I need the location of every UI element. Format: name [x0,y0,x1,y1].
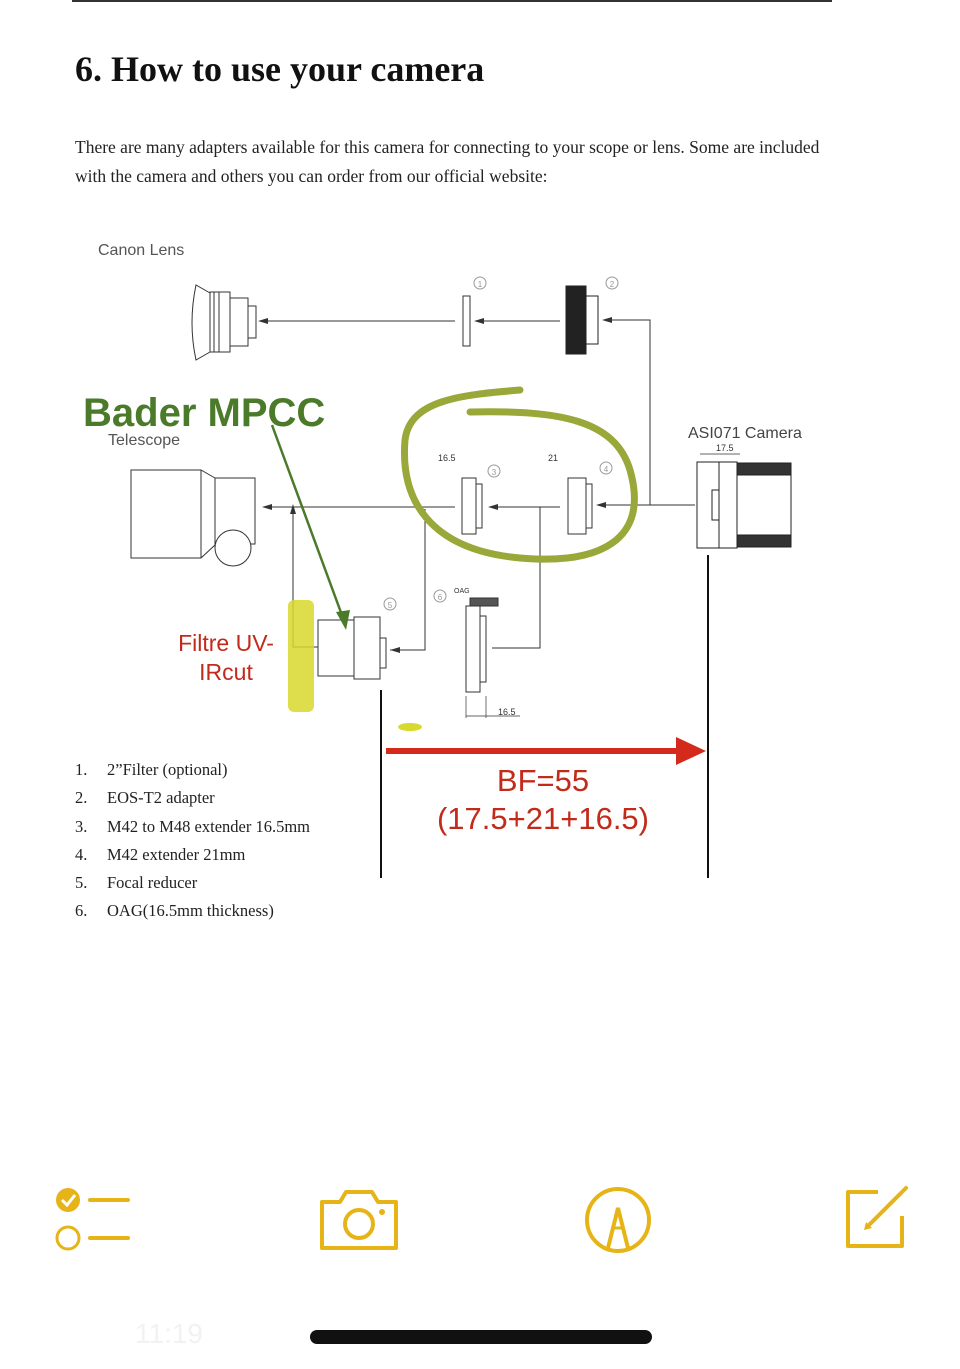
list-item: 1.2”Filter (optional) [75,760,228,779]
bf-formula: (17.5+21+16.5) [437,801,649,836]
telescope-drawing [130,469,256,567]
svg-text:5: 5 [388,601,393,610]
marker-4 [599,461,613,475]
list-item: 2.EOS-T2 adapter [75,788,215,808]
oag-part-6 [465,597,499,693]
marker-3 [487,464,501,478]
marker-1 [473,276,487,290]
parts-list: 1.2”Filter (optional) 2.EOS-T2 adapter 3… [75,756,310,926]
extender-part-4 [567,477,593,535]
camera-icon[interactable] [318,1188,400,1257]
list-item: 4.M42 extender 21mm [75,844,246,864]
bf-value: BF=55 [497,763,589,798]
list-item: 5.Focal reducer [75,873,198,893]
canon-lens-drawing [191,284,257,361]
arrow-head-lens [258,318,268,324]
list-item: 3.M42 to M48 extender 16.5mm [75,816,311,836]
bader-arrow-head [336,610,350,630]
highlight-mark [288,600,314,712]
list-item: 6.OAG(16.5mm thickness) [75,901,274,921]
svg-text:16.5: 16.5 [498,707,516,717]
focal-reducer-part-5 [317,616,387,680]
svg-text:21: 21 [548,453,558,463]
telescope-label: Telescope [108,432,180,449]
extender-part-3 [461,477,483,535]
highlight-dot [398,723,422,731]
connector-camera-to-eos [606,319,651,505]
svg-text:1: 1 [478,280,483,289]
status-time: 11:19 [135,1318,203,1349]
svg-text:4: 4 [604,465,609,474]
svg-text:2: 2 [610,280,615,289]
camera-label: ASI071 Camera [688,425,802,442]
bf-arrow-head [676,737,706,765]
home-indicator[interactable] [310,1330,652,1344]
hand-drawn-circle [400,386,638,563]
bader-label: Bader MPCC [83,391,325,435]
filter-label-line2: IRcut [199,659,253,685]
filter-label-line1: Filtre UV- [178,630,274,656]
compose-icon[interactable] [842,1184,912,1255]
filter-part-1 [462,295,471,347]
markup-icon[interactable] [584,1186,652,1259]
page-top-rule [72,0,832,2]
svg-text:3: 3 [492,468,497,477]
canon-lens-label: Canon Lens [98,242,184,259]
svg-text:16.5: 16.5 [438,453,456,463]
asi-camera-drawing [696,461,792,549]
svg-text:6: 6 [438,593,443,602]
section-heading: 6. How to use your camera [75,49,485,89]
marker-2 [605,276,619,290]
svg-text:17.5: 17.5 [716,443,734,453]
marker-5 [383,597,397,611]
svg-text:OAG: OAG [454,588,470,595]
intro-paragraph: There are many adapters available for th… [75,137,820,186]
checklist-icon[interactable] [52,1185,132,1260]
bader-arrow-line [270,424,345,619]
eos-adapter-part-2 [565,285,599,355]
marker-6 [433,589,447,603]
